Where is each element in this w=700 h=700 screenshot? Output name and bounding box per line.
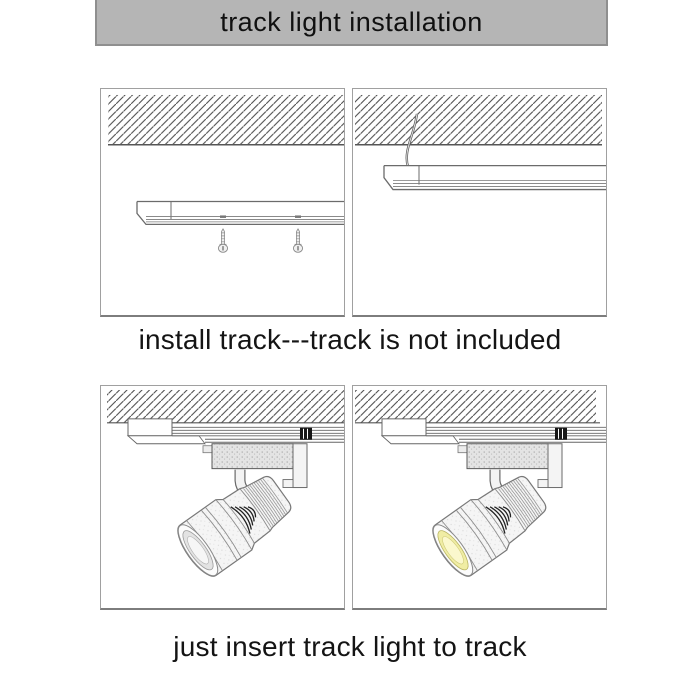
page-title: track light installation	[220, 6, 483, 37]
track-rail-drawing	[136, 200, 344, 226]
led-center	[442, 536, 464, 565]
ceiling-hatch	[107, 389, 344, 424]
screw-icon	[292, 228, 304, 253]
live-end-clip	[300, 427, 312, 440]
screw-icon	[217, 228, 229, 253]
ceiling-hatch	[355, 389, 600, 424]
panel-light-inserted-off	[100, 385, 345, 610]
caption-install-track: install track---track is not included	[138, 324, 562, 355]
vent-arcs	[485, 506, 512, 534]
panel-track-with-screws	[100, 88, 345, 317]
spotlight-body	[177, 475, 292, 577]
ceiling-hatch	[108, 94, 344, 146]
ceiling-hatch	[355, 94, 602, 146]
adapter-arm	[292, 443, 308, 489]
spotlight-body	[432, 475, 547, 577]
heatsink-fins	[498, 478, 543, 528]
adapter-arm	[547, 443, 563, 489]
power-wire-icon	[405, 113, 419, 168]
track-rail	[380, 418, 606, 445]
panel-track-wired	[352, 88, 607, 317]
caption-insert-light: just insert track light to track	[173, 631, 527, 662]
track-rail-drawing	[383, 165, 606, 191]
track-rail	[126, 418, 344, 445]
heatsink-fins	[243, 478, 288, 528]
panel-light-inserted-on	[352, 385, 607, 610]
title-banner: track light installation	[95, 0, 608, 46]
vent-arcs	[230, 506, 257, 534]
lens-center	[187, 536, 209, 565]
live-end-clip	[555, 427, 567, 440]
track-adapter	[202, 443, 308, 503]
